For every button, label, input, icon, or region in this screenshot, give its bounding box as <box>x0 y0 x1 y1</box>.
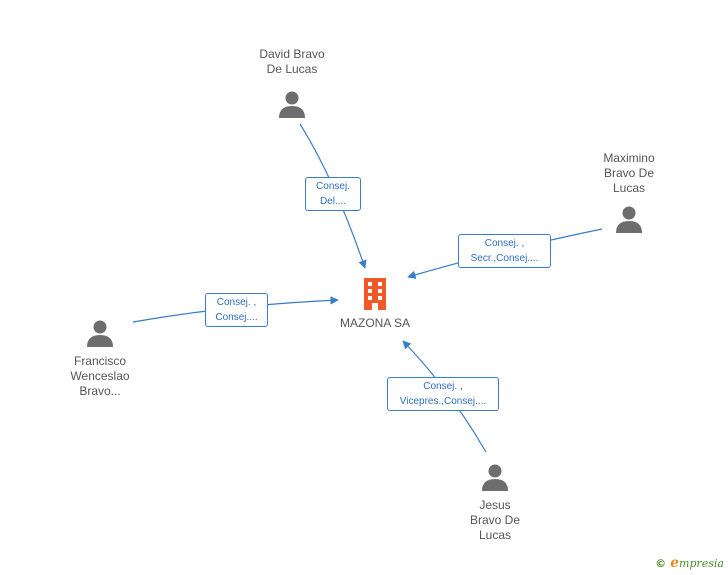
brand-logo: ©empresia <box>655 555 724 571</box>
person-icon <box>482 464 508 491</box>
person-francisco[interactable]: Francisco Wenceslao Bravo... <box>40 318 160 399</box>
company-name: MAZONA SA <box>339 316 410 330</box>
company-node[interactable]: MAZONA SA <box>330 276 420 330</box>
person-name: Maximino Bravo De Lucas <box>603 151 655 195</box>
person-name: Jesus Bravo De Lucas <box>469 498 521 542</box>
building-icon <box>364 278 386 310</box>
role-line: Vicepres.,Consej.... <box>399 396 487 407</box>
role-line: Consej. , <box>484 238 525 249</box>
role-label-maximino[interactable]: Consej. , Secr.,Consej.... <box>458 234 551 268</box>
person-icon <box>616 206 642 233</box>
role-line: Consej. <box>316 181 350 192</box>
role-line: Secr.,Consej.... <box>470 253 539 264</box>
person-maximino[interactable]: Maximino Bravo De Lucas <box>569 151 689 234</box>
person-name: Francisco Wenceslao Bravo... <box>70 354 130 398</box>
person-david[interactable]: David Bravo De Lucas <box>232 47 352 119</box>
person-icon <box>279 91 305 118</box>
brand-initial: e <box>670 555 680 571</box>
role-label-jesus[interactable]: Consej. , Vicepres.,Consej.... <box>387 377 499 411</box>
person-name: David Bravo De Lucas <box>259 47 325 76</box>
brand-name: mpresia <box>679 557 724 570</box>
person-jesus[interactable]: Jesus Bravo De Lucas <box>435 462 555 543</box>
role-line: Consej. , <box>423 381 463 392</box>
copyright-icon: © <box>655 557 667 570</box>
role-line: Del.... <box>319 196 347 207</box>
role-line: Consej.... <box>215 312 258 323</box>
role-line: Consej. , <box>216 297 257 308</box>
role-label-francisco[interactable]: Consej. , Consej.... <box>205 293 268 327</box>
person-icon <box>87 320 113 347</box>
role-label-david[interactable]: Consej. Del.... <box>305 177 361 211</box>
